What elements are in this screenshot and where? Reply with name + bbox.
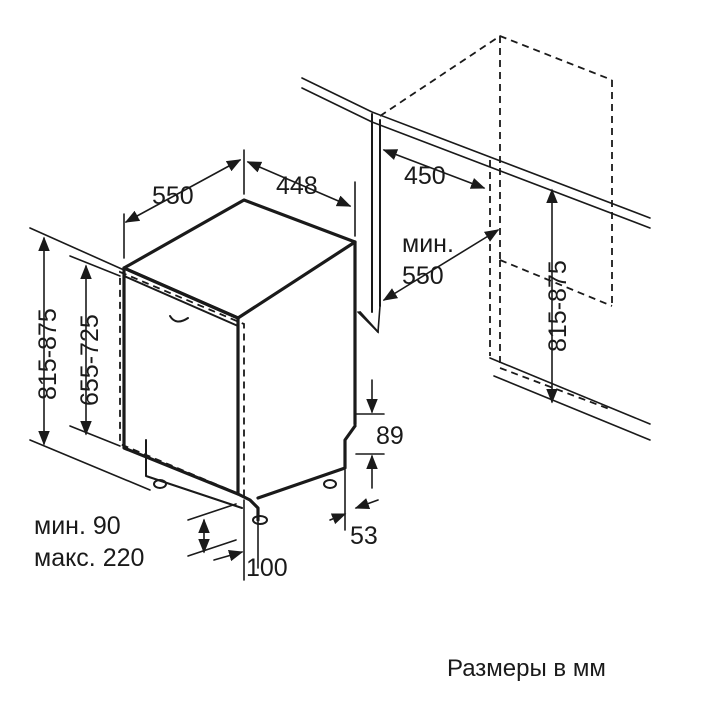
door-handle-icon [169, 315, 189, 323]
plinth-offset-label: 53 [350, 522, 378, 550]
height-label: 815-875 [34, 308, 62, 400]
dimension-plinth-offset: 53 [329, 469, 379, 550]
foot-front-left-icon [153, 479, 167, 489]
depth-label: 550 [152, 182, 194, 210]
gap-min-label: мин. 90 [34, 512, 121, 540]
dimension-niche-height: 815-875 [544, 188, 572, 404]
niche-depth-prefix: мин. [402, 230, 454, 258]
plinth-height-label: 89 [376, 422, 404, 450]
width-label: 448 [276, 172, 318, 200]
dimension-depth: 550 [123, 149, 245, 259]
dimension-plinth-height: 89 [355, 379, 404, 489]
niche-width-label: 450 [404, 162, 446, 190]
dimension-front-height: 655-725 [69, 255, 121, 447]
dimension-niche-depth: мин. 550 [382, 229, 500, 301]
dishwasher-body [119, 198, 357, 525]
foot-setback-label: 100 [246, 554, 288, 582]
foot-front-right-icon [252, 515, 268, 525]
dimension-gap: мин. 90 макс. 220 [34, 503, 237, 572]
front-height-label: 655-725 [76, 314, 104, 406]
dimension-foot-setback: 100 [213, 499, 288, 582]
dimension-height: 815-875 [29, 227, 151, 491]
niche-depth-value: 550 [402, 262, 444, 290]
niche-height-label: 815-875 [544, 260, 572, 352]
dimension-width: 448 [246, 161, 356, 237]
units-caption: Размеры в мм [447, 655, 606, 682]
foot-back-right-icon [323, 479, 337, 489]
gap-max-label: макс. 220 [34, 544, 144, 572]
dimension-niche-width: 450 [382, 149, 486, 190]
